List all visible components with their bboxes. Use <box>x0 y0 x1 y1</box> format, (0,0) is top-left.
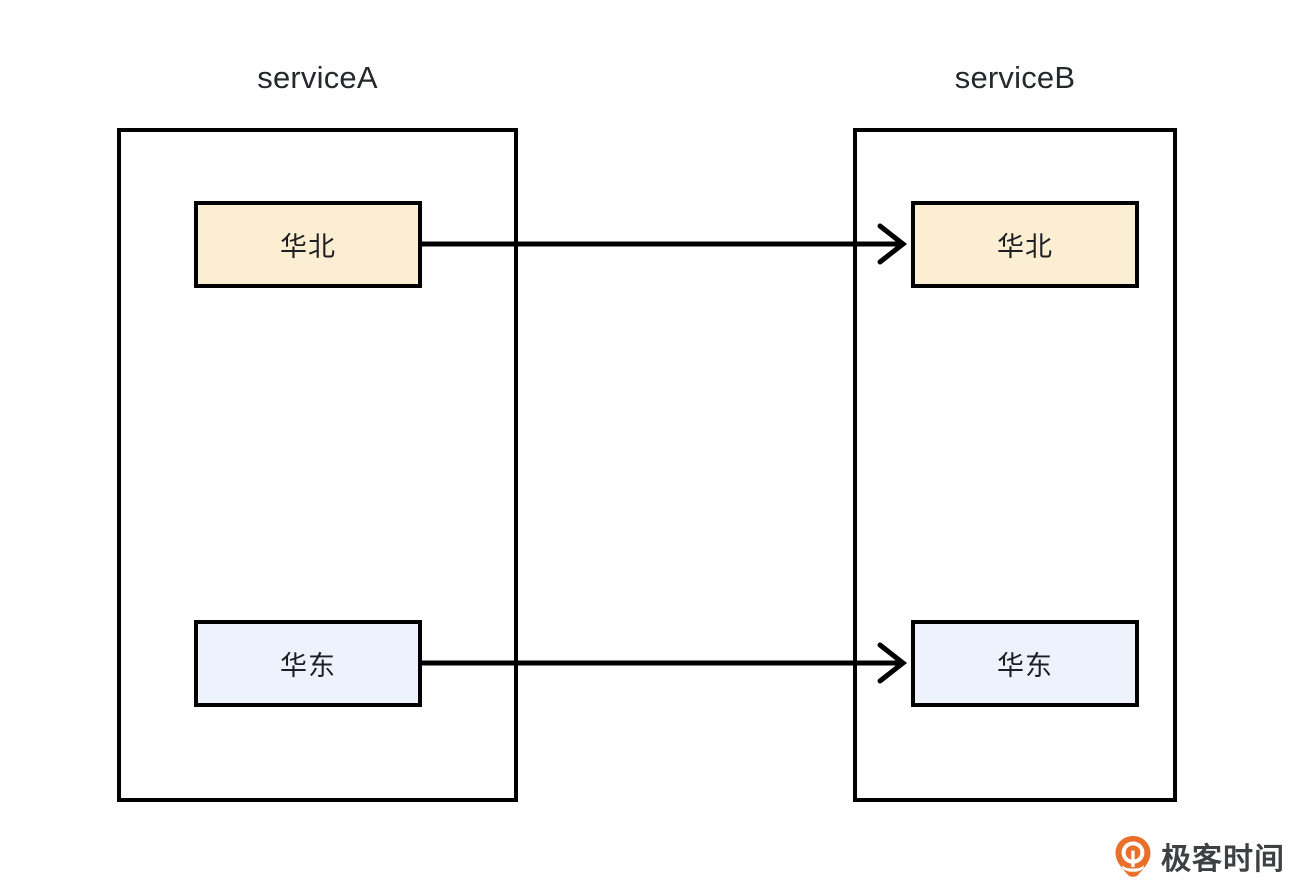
geektime-drop-logo-icon <box>1115 836 1151 877</box>
watermark: 极客时间 <box>1114 831 1285 881</box>
node-service-a-east[interactable]: 华东 <box>194 620 422 707</box>
service-a-container <box>117 128 518 802</box>
node-service-a-north[interactable]: 华北 <box>194 201 422 288</box>
service-a-title: serviceA <box>257 60 378 95</box>
node-service-b-east[interactable]: 华东 <box>911 620 1139 707</box>
node-service-b-north[interactable]: 华北 <box>911 201 1139 288</box>
watermark-text: 极客时间 <box>1161 843 1285 876</box>
service-b-title: serviceB <box>954 60 1076 95</box>
service-b-container <box>853 128 1177 802</box>
